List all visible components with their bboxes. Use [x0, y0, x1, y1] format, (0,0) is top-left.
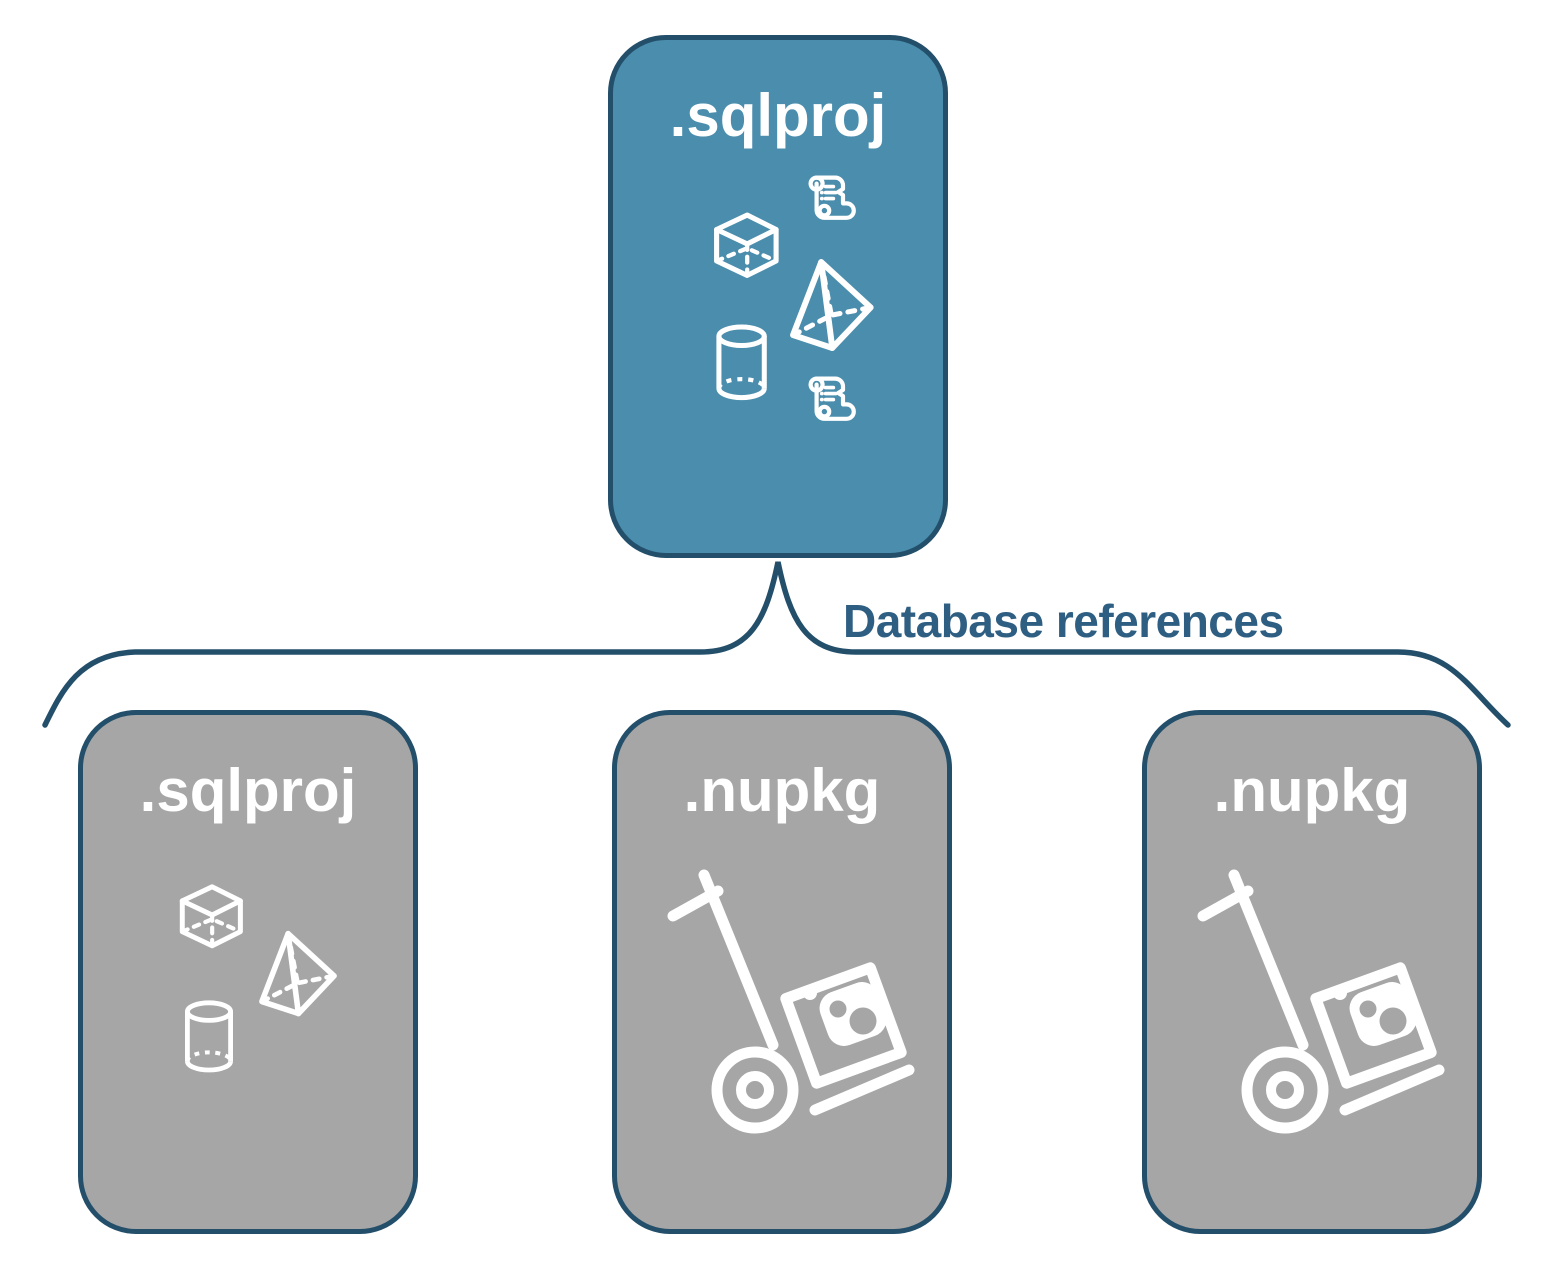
connector-label: Database references: [843, 595, 1284, 647]
brace-path: [42, 561, 1511, 728]
package-dolly-icon: [1187, 863, 1467, 1143]
referenced-nupkg-title: .nupkg: [1213, 757, 1411, 824]
referenced-nupkg-card: .nupkg: [1142, 710, 1482, 1234]
database-cylinder-icon: [187, 1003, 230, 1070]
referenced-sqlproj-card: .sqlproj: [78, 710, 418, 1234]
script-scroll-icon: [811, 178, 854, 218]
referenced-nupkg-card: .nupkg: [612, 710, 952, 1234]
top-card-title: .sqlproj: [669, 82, 887, 149]
pyramid-icon: [248, 925, 341, 1021]
pyramid-icon: [778, 253, 878, 356]
package-dolly-icon: [673, 875, 909, 1128]
sql-objects-cluster: [163, 870, 353, 1090]
package-dolly-icon: [657, 863, 937, 1143]
database-cylinder-icon: [719, 327, 764, 398]
top-sqlproj-card: .sqlproj: [608, 35, 948, 558]
brace-connector: [42, 561, 1511, 728]
referenced-sqlproj-title: .sqlproj: [139, 757, 357, 824]
cube-icon: [182, 887, 240, 946]
cube-icon: [717, 215, 777, 275]
package-dolly-icon: [1203, 875, 1439, 1128]
sql-objects-cluster: [698, 168, 888, 448]
script-scroll-icon: [811, 379, 854, 419]
referenced-nupkg-title: .nupkg: [683, 757, 881, 824]
